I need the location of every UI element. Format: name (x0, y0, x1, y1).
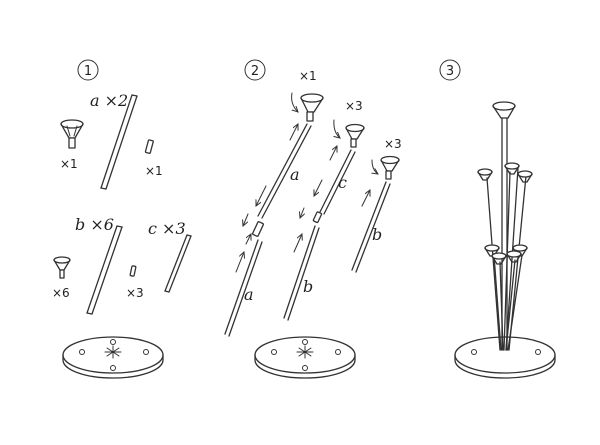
connector-qty-label: ×1 (145, 164, 163, 178)
cup-icon (477, 168, 493, 181)
cup-icon (492, 101, 516, 119)
step-3: 3 (439, 59, 556, 379)
rod-icon (351, 181, 391, 273)
rod-a-qty-label: a ×2 (90, 91, 128, 110)
base-icon (454, 336, 556, 379)
small-connector-qty-label: ×3 (126, 286, 144, 300)
rod-icon (283, 225, 320, 321)
cup-icon (506, 250, 522, 263)
step-3-number-badge: 3 (439, 59, 461, 81)
cup-icon (300, 93, 324, 122)
arrow-icon (235, 252, 244, 273)
small-cup-qty-label: ×6 (52, 286, 70, 300)
cup-icon (491, 252, 507, 265)
step-1-number-badge: 1 (77, 59, 99, 81)
rod-a-upper-label: a (290, 165, 300, 184)
connector-icon (129, 265, 137, 277)
arrow-icon (300, 207, 304, 218)
rod-icon (486, 167, 527, 351)
top-cup-qty-label: ×1 (299, 69, 317, 83)
rod-icon (224, 239, 263, 337)
arrow-icon (313, 179, 323, 196)
rod-b-right-label: b (372, 225, 382, 244)
rod-icon (100, 94, 138, 190)
step-2: 2 ×1 a a (224, 59, 402, 379)
connector-icon (252, 221, 264, 237)
rod-icon (319, 149, 356, 215)
step-1: 1 ×1 a ×2 ×1 b ×6 (52, 59, 192, 379)
connector-icon (144, 139, 154, 154)
right-cup-qty-label: ×3 (384, 137, 402, 151)
arrow-icon (289, 124, 299, 141)
cup-icon (345, 123, 365, 148)
arrow-icon (243, 213, 249, 226)
base-icon (254, 336, 356, 379)
rod-a-lower-label: a (244, 285, 254, 304)
cup-icon (517, 170, 533, 183)
arrow-icon (334, 119, 340, 138)
rod-icon (164, 234, 192, 293)
arrow-icon (329, 146, 338, 161)
cup-icon (504, 162, 520, 175)
step-2-number-badge: 2 (244, 59, 266, 81)
rod-icon (86, 225, 123, 315)
cup-icon (60, 119, 84, 149)
cup-qty-label: ×1 (60, 157, 78, 171)
rod-icon (501, 117, 508, 351)
step-1-number: 1 (84, 64, 92, 79)
rod-icon (493, 254, 523, 351)
cup-icon (53, 256, 71, 279)
rod-c-qty-label: c ×3 (148, 219, 186, 238)
rod-c-label: c (338, 173, 347, 192)
connector-icon (312, 211, 323, 224)
mid-cup-qty-label: ×3 (345, 99, 363, 113)
assembled-stand (454, 101, 556, 379)
rod-icon (257, 123, 312, 219)
arrow-icon (291, 92, 298, 112)
rod-b-lower-label: b (303, 277, 313, 296)
arrow-icon (255, 185, 267, 206)
rod-b-qty-label: b ×6 (75, 215, 114, 234)
arrow-icon (372, 159, 378, 174)
arrow-icon (361, 190, 371, 207)
arrow-icon (293, 234, 302, 253)
step-2-number: 2 (251, 64, 259, 79)
cup-icon (380, 155, 400, 180)
arrow-icon (245, 234, 252, 245)
base-icon (62, 336, 164, 379)
step-3-number: 3 (446, 64, 454, 79)
